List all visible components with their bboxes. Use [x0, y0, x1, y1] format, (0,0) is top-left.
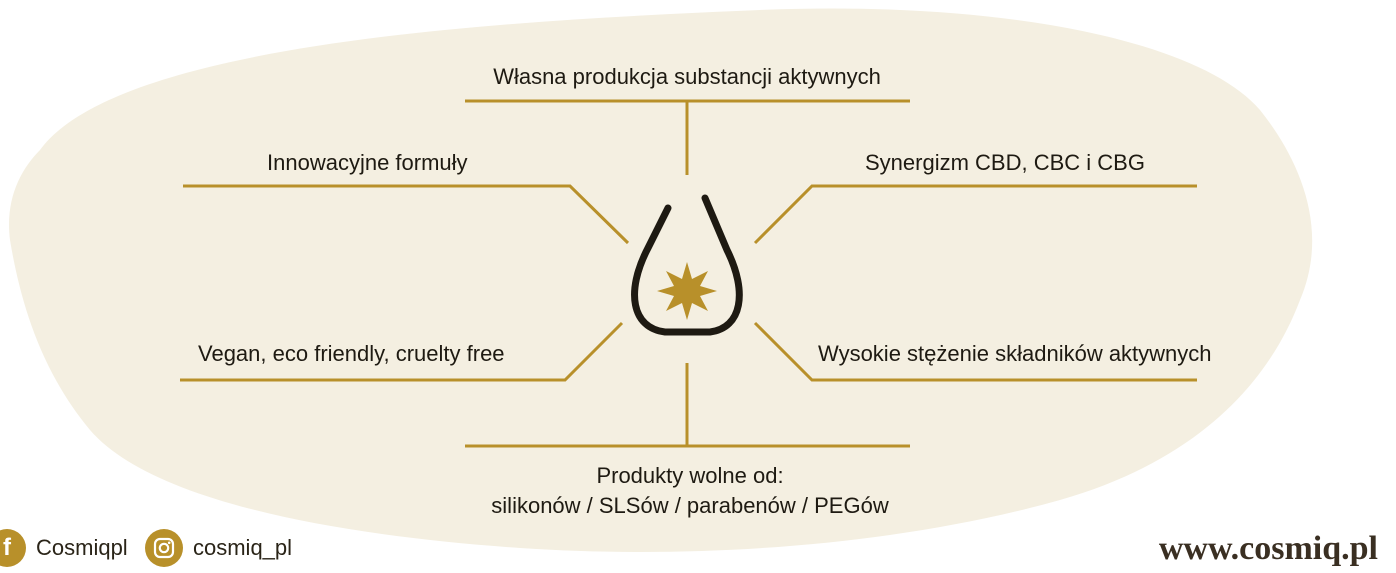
feature-lower-right: Wysokie stężenie składników aktywnych — [818, 341, 1212, 366]
star-shape — [657, 262, 717, 320]
connector-upper-left — [183, 184, 630, 245]
feature-upper-right: Synergizm CBD, CBC i CBG — [865, 150, 1145, 175]
facebook-link[interactable]: f Cosmiqpl — [0, 528, 128, 568]
background-blob — [9, 8, 1313, 552]
connector-lines — [180, 99, 1197, 448]
feature-bottom: Produkty wolne od: silikonów / SLSów / p… — [491, 461, 888, 521]
feature-bottom-line2: silikonów / SLSów / parabenów / PEGów — [491, 493, 889, 518]
facebook-icon: f — [0, 529, 26, 567]
drop-with-star-icon — [631, 194, 743, 336]
connector-lower-right — [753, 321, 1197, 382]
instagram-link[interactable]: cosmiq_pl — [145, 528, 292, 568]
drop-outline — [631, 194, 743, 336]
instagram-icon — [145, 529, 183, 567]
connector-lower-left — [180, 321, 624, 382]
connector-top — [465, 99, 910, 175]
feature-lower-left: Vegan, eco friendly, cruelty free — [198, 341, 505, 366]
website-link[interactable]: www.cosmiq.pl — [1158, 530, 1378, 567]
instagram-name: cosmiq_pl — [193, 535, 293, 560]
connector-bottom — [465, 363, 910, 448]
feature-upper-left: Innowacyjne formuły — [267, 150, 468, 175]
feature-bottom-line1: Produkty wolne od: — [596, 463, 784, 488]
facebook-name: Cosmiqpl — [36, 535, 128, 560]
instagram-glyph — [153, 537, 175, 559]
feature-top: Własna produkcja substancji aktywnych — [493, 64, 881, 89]
connector-upper-right — [753, 184, 1197, 245]
